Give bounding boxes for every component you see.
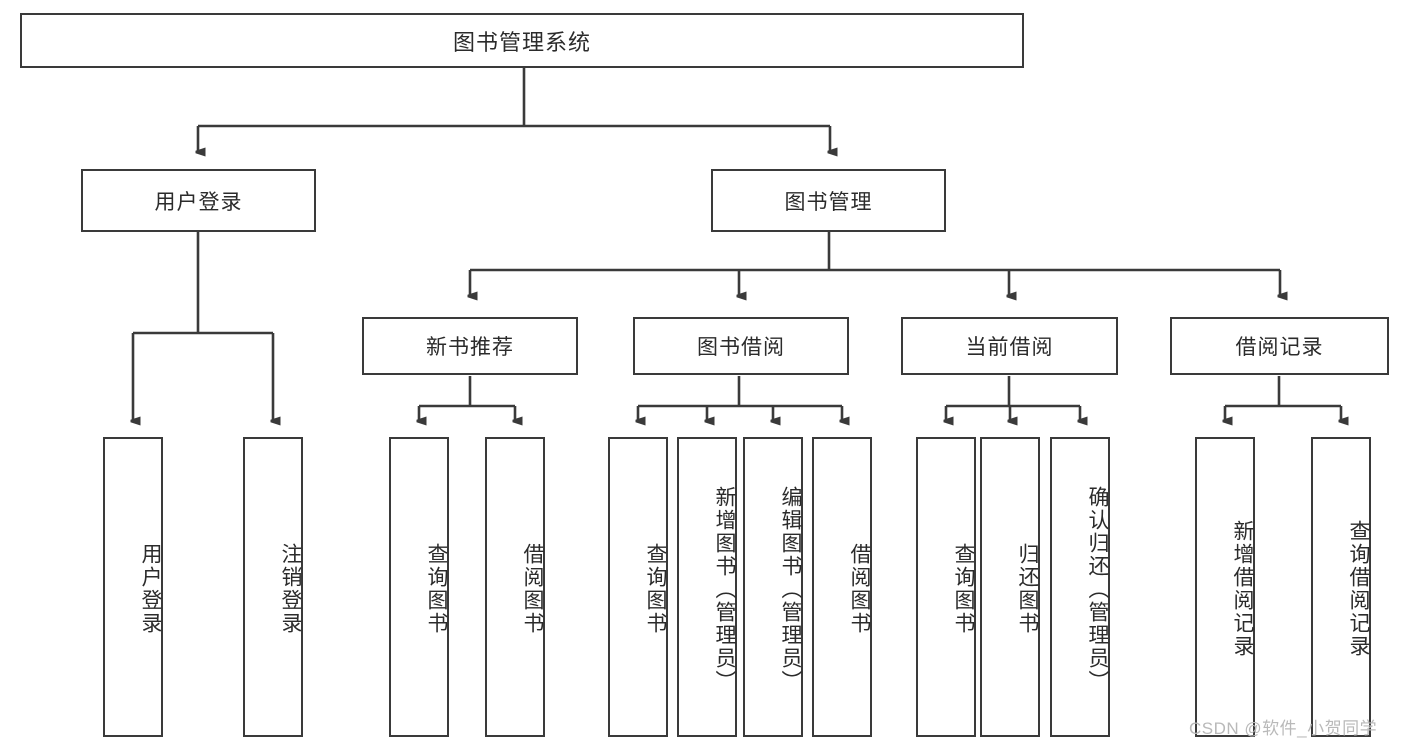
node-leaf-user-login[interactable]: 用户登录 xyxy=(103,437,163,737)
node-leaf-add-borrow-record[interactable]: 新增借阅记录 xyxy=(1195,437,1255,737)
node-label: 归还图书 xyxy=(1016,543,1039,635)
node-label: 借阅图书 xyxy=(521,543,544,635)
node-label: 新增借阅记录 xyxy=(1231,520,1254,658)
node-label: 确认归还（管理员） xyxy=(1086,485,1109,693)
node-label: 图书管理系统 xyxy=(452,29,591,55)
node-book-borrow[interactable]: 图书借阅 xyxy=(633,317,849,375)
node-leaf-query-borrow-record[interactable]: 查询借阅记录 xyxy=(1311,437,1371,737)
node-label: 查询图书 xyxy=(425,543,448,635)
node-borrow-record[interactable]: 借阅记录 xyxy=(1170,317,1389,375)
node-leaf-add-book-admin[interactable]: 新增图书（管理员） xyxy=(677,437,737,737)
node-label: 用户登录 xyxy=(154,190,243,214)
node-leaf-confirm-return-admin[interactable]: 确认归还（管理员） xyxy=(1050,437,1110,737)
node-label: 图书管理 xyxy=(784,190,873,214)
node-leaf-query-book-3[interactable]: 查询图书 xyxy=(916,437,976,737)
node-label: 查询图书 xyxy=(952,543,975,635)
node-book-management[interactable]: 图书管理 xyxy=(711,169,946,232)
node-current-borrow[interactable]: 当前借阅 xyxy=(901,317,1118,375)
node-root-system[interactable]: 图书管理系统 xyxy=(20,13,1024,68)
node-label: 新增图书（管理员） xyxy=(713,485,736,693)
node-label: 借阅图书 xyxy=(848,543,871,635)
node-label: 新书推荐 xyxy=(426,336,514,359)
node-label: 查询图书 xyxy=(644,543,667,635)
node-label: 当前借阅 xyxy=(965,336,1054,359)
watermark-text: CSDN @软件_小贺同学 xyxy=(1189,719,1378,738)
node-leaf-borrow-book-1[interactable]: 借阅图书 xyxy=(485,437,545,737)
node-label: 图书借阅 xyxy=(697,336,785,359)
node-leaf-query-book-2[interactable]: 查询图书 xyxy=(608,437,668,737)
node-user-login[interactable]: 用户登录 xyxy=(81,169,316,232)
node-leaf-logout-login[interactable]: 注销登录 xyxy=(243,437,303,737)
node-label: 借阅记录 xyxy=(1235,336,1324,359)
node-label: 查询借阅记录 xyxy=(1347,520,1370,658)
node-leaf-borrow-book-2[interactable]: 借阅图书 xyxy=(812,437,872,737)
node-leaf-edit-book-admin[interactable]: 编辑图书（管理员） xyxy=(743,437,803,737)
node-label: 编辑图书（管理员） xyxy=(779,485,802,693)
node-new-book-recommend[interactable]: 新书推荐 xyxy=(362,317,578,375)
node-label: 用户登录 xyxy=(139,543,162,635)
node-label: 注销登录 xyxy=(279,543,302,635)
node-leaf-query-book-1[interactable]: 查询图书 xyxy=(389,437,449,737)
node-leaf-return-book[interactable]: 归还图书 xyxy=(980,437,1040,737)
